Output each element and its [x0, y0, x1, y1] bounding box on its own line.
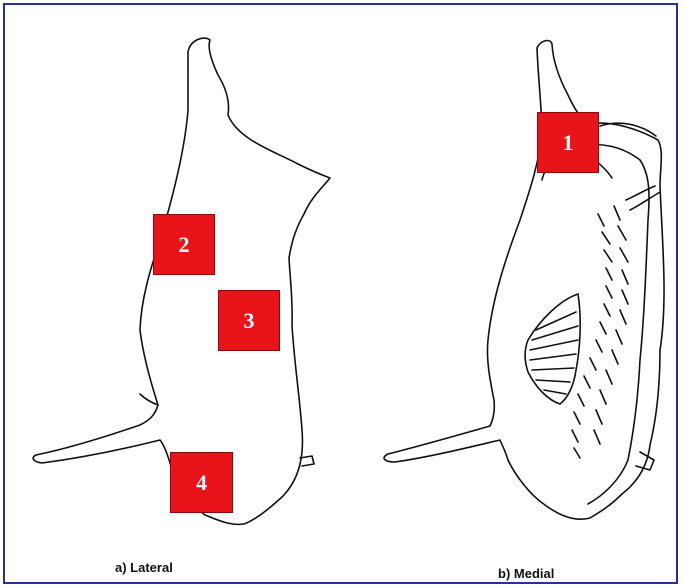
- marker-1: 1: [537, 112, 599, 173]
- marker-3: 3: [218, 290, 280, 351]
- marker-2: 2: [153, 214, 215, 275]
- marker-4: 4: [170, 452, 233, 513]
- caption-lateral: a) Lateral: [115, 560, 173, 575]
- medial-view-outline: [384, 41, 664, 520]
- caption-medial: b) Medial: [498, 566, 554, 581]
